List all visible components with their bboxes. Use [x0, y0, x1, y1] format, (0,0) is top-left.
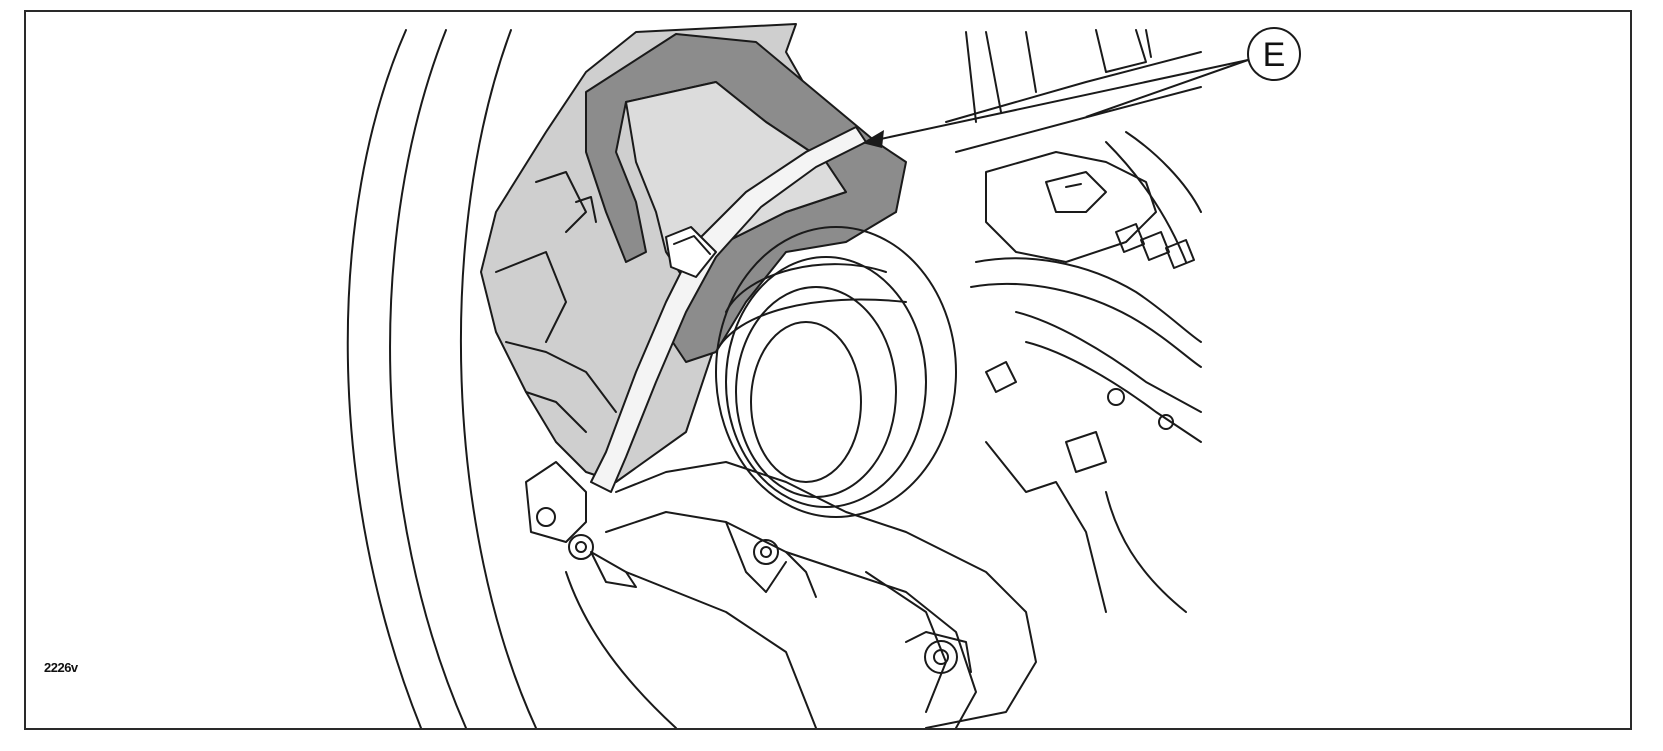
blower-ring-inner [750, 321, 862, 483]
cable-tie-lock [665, 226, 717, 278]
diagram-frame: E 2226v [24, 10, 1632, 730]
dashboard-arc-outer [346, 29, 422, 728]
wiring-harness [975, 257, 1202, 343]
lower-housing [615, 461, 1037, 728]
mounting-bracket-left [525, 461, 587, 543]
connector-vent-3 [1165, 239, 1195, 269]
lower-knob [924, 640, 958, 674]
clip-right-1 [985, 361, 1017, 393]
connector-vent-1 [1115, 223, 1145, 253]
bolt-left [536, 507, 556, 527]
dash-rail-top [945, 51, 1202, 123]
figure-reference-number: 2226v [44, 660, 78, 675]
connector-block [985, 151, 1157, 263]
mechanical-illustration: E [346, 23, 1301, 728]
callout-circle [1247, 27, 1301, 81]
connector-vent-2 [1140, 231, 1170, 261]
blower-ring-3 [735, 286, 897, 498]
callout-leader [875, 59, 1249, 141]
callout-arrowhead [862, 130, 884, 148]
callout-label-e: E [1263, 36, 1286, 74]
dashboard-arc-inner [460, 29, 537, 728]
blower-ring-outer [715, 226, 957, 518]
blower-ring-2 [725, 256, 927, 508]
dashboard-arc-middle [389, 29, 467, 728]
clip-right-2 [1065, 431, 1107, 473]
screw-center [753, 539, 779, 565]
